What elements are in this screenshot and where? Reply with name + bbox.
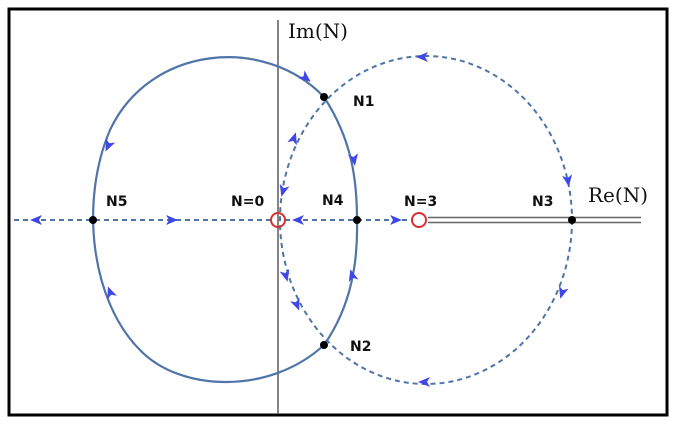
arrow-icon (287, 132, 297, 146)
label-n3: N3 (532, 194, 553, 210)
point-n5 (89, 216, 97, 224)
solid-contour-arrows (105, 70, 359, 300)
label-n1: N1 (353, 94, 374, 110)
arrow-icon (107, 286, 117, 300)
real-axis-label: Re(N) (588, 183, 648, 207)
label-n4: N4 (322, 193, 344, 209)
arrow-icon (558, 285, 569, 299)
point-n3 (568, 216, 576, 224)
label-n5: N5 (106, 194, 127, 210)
arrow-icon (279, 268, 290, 282)
imag-axis-label: Im(N) (288, 19, 348, 43)
point-n2 (320, 341, 328, 349)
diagram-border (7, 7, 669, 417)
label-n2: N2 (350, 339, 371, 355)
label-n-eq-3: N=3 (404, 194, 437, 210)
n-eq-3-pole-circle (411, 212, 427, 228)
point-n1 (320, 93, 328, 101)
origin-pole-circle (270, 212, 286, 228)
label-n0: N=0 (231, 194, 264, 210)
point-n4 (353, 216, 361, 224)
branch-cut (428, 216, 641, 224)
arrow-icon (348, 153, 358, 166)
